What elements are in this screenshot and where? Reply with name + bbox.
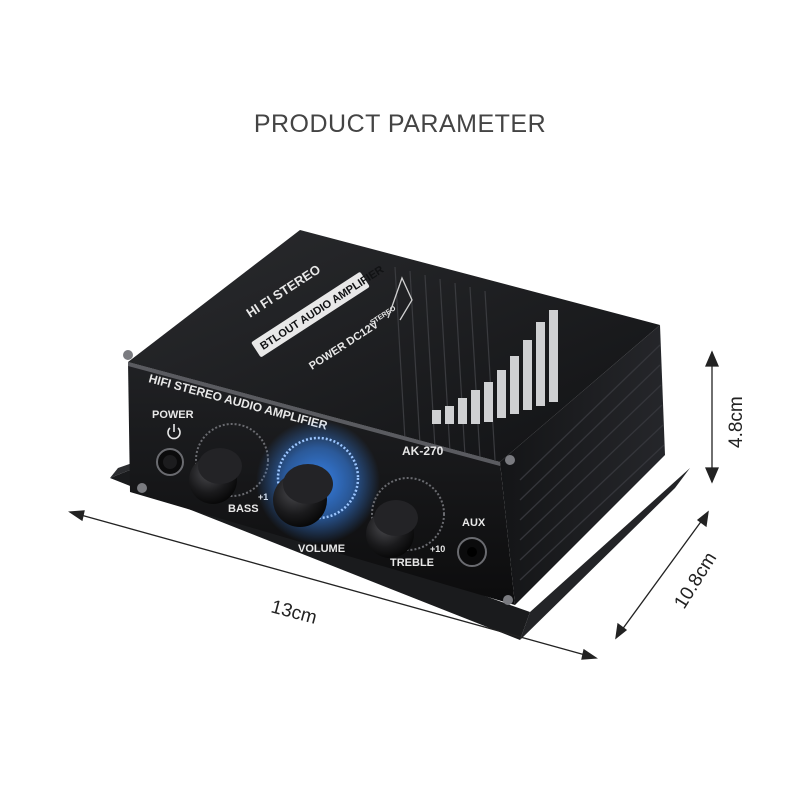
treble-scale-label: +10: [430, 544, 445, 554]
depth-label: 10.8cm: [670, 549, 721, 613]
level-meter-graphic: [432, 310, 558, 424]
front-edge-highlight: [128, 362, 500, 466]
aux-jack[interactable]: [457, 537, 487, 567]
power-label: POWER: [152, 409, 194, 421]
depth-dimension-arrow: [615, 510, 709, 640]
height-dimension-arrow: [705, 350, 719, 484]
volume-knob[interactable]: [273, 436, 360, 527]
aux-label: AUX: [462, 517, 486, 529]
width-dimension-arrow: [68, 510, 598, 660]
mounting-flange-left: [110, 462, 135, 478]
power-symbol-icon: [167, 424, 181, 440]
bass-knob[interactable]: [189, 423, 269, 504]
page-title: PRODUCT PARAMETER: [253, 110, 547, 138]
volume-label: VOLUME: [298, 543, 345, 555]
mounting-flange-right: [520, 468, 690, 640]
screw-icons: [123, 350, 515, 605]
bass-label: BASS: [228, 503, 259, 515]
width-label: 13cm: [269, 597, 319, 629]
brand-logo-icon: [387, 276, 413, 321]
height-label: 4.8cm: [726, 396, 747, 448]
power-switch[interactable]: [156, 448, 184, 476]
side-fins: [519, 344, 665, 581]
treble-knob[interactable]: [366, 477, 445, 558]
model-label: AK-270: [402, 444, 444, 458]
device-side: [500, 325, 665, 605]
treble-label: TREBLE: [390, 557, 434, 569]
